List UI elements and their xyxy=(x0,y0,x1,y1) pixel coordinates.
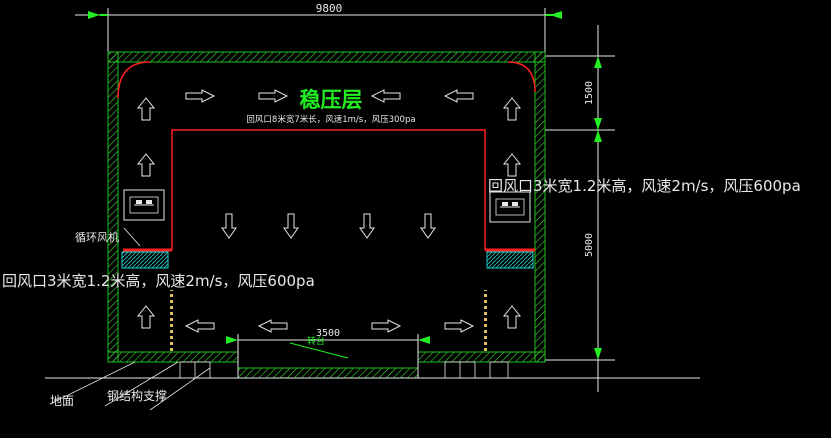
inner-room-outline xyxy=(171,129,486,250)
flow-arrows-side xyxy=(137,97,521,329)
return-air-note-right: 回风口3米宽1.2米高，风速2m/s，风压600pa xyxy=(488,177,801,195)
dim-lower-height: 5000 xyxy=(584,233,595,257)
return-grille-left xyxy=(121,251,169,269)
inner-dimension: 3500 xyxy=(226,328,430,352)
fan-label: 循环风机 xyxy=(75,230,119,244)
steel-leader xyxy=(104,361,179,407)
steel-support-label: 钢结构支撑 xyxy=(107,388,167,403)
fan-leader xyxy=(123,227,141,247)
top-dimension: 9800 xyxy=(75,2,562,55)
pressure-layer-title: 稳压层 xyxy=(300,88,363,112)
side-strip-right xyxy=(484,290,487,352)
chamber-walls xyxy=(107,51,546,379)
flow-arrows-down xyxy=(221,213,436,239)
platform-label: 转台 xyxy=(307,335,325,347)
ground-leader xyxy=(49,361,136,405)
steel-supports xyxy=(179,361,509,379)
dim-total-width: 9800 xyxy=(316,2,343,15)
corner-vane-left xyxy=(117,61,151,99)
corner-vane-right xyxy=(507,61,536,93)
return-air-note-left: 回风口3米宽1.2米高，风速2m/s，风压600pa xyxy=(2,272,315,290)
fan-right xyxy=(489,191,531,223)
fan-left xyxy=(123,189,165,221)
right-dimension: 1500 5000 xyxy=(545,25,615,392)
platform-leader xyxy=(289,342,349,359)
ground-label: 地面 xyxy=(50,394,74,408)
dim-inner-width: 3500 xyxy=(316,328,340,339)
side-strip-left xyxy=(170,290,173,352)
dim-upper-height: 1500 xyxy=(584,81,595,105)
return-grille-right xyxy=(486,251,534,269)
pressure-layer-note: 回风口8米宽7米长，风速1m/s，风压300pa xyxy=(246,114,415,125)
